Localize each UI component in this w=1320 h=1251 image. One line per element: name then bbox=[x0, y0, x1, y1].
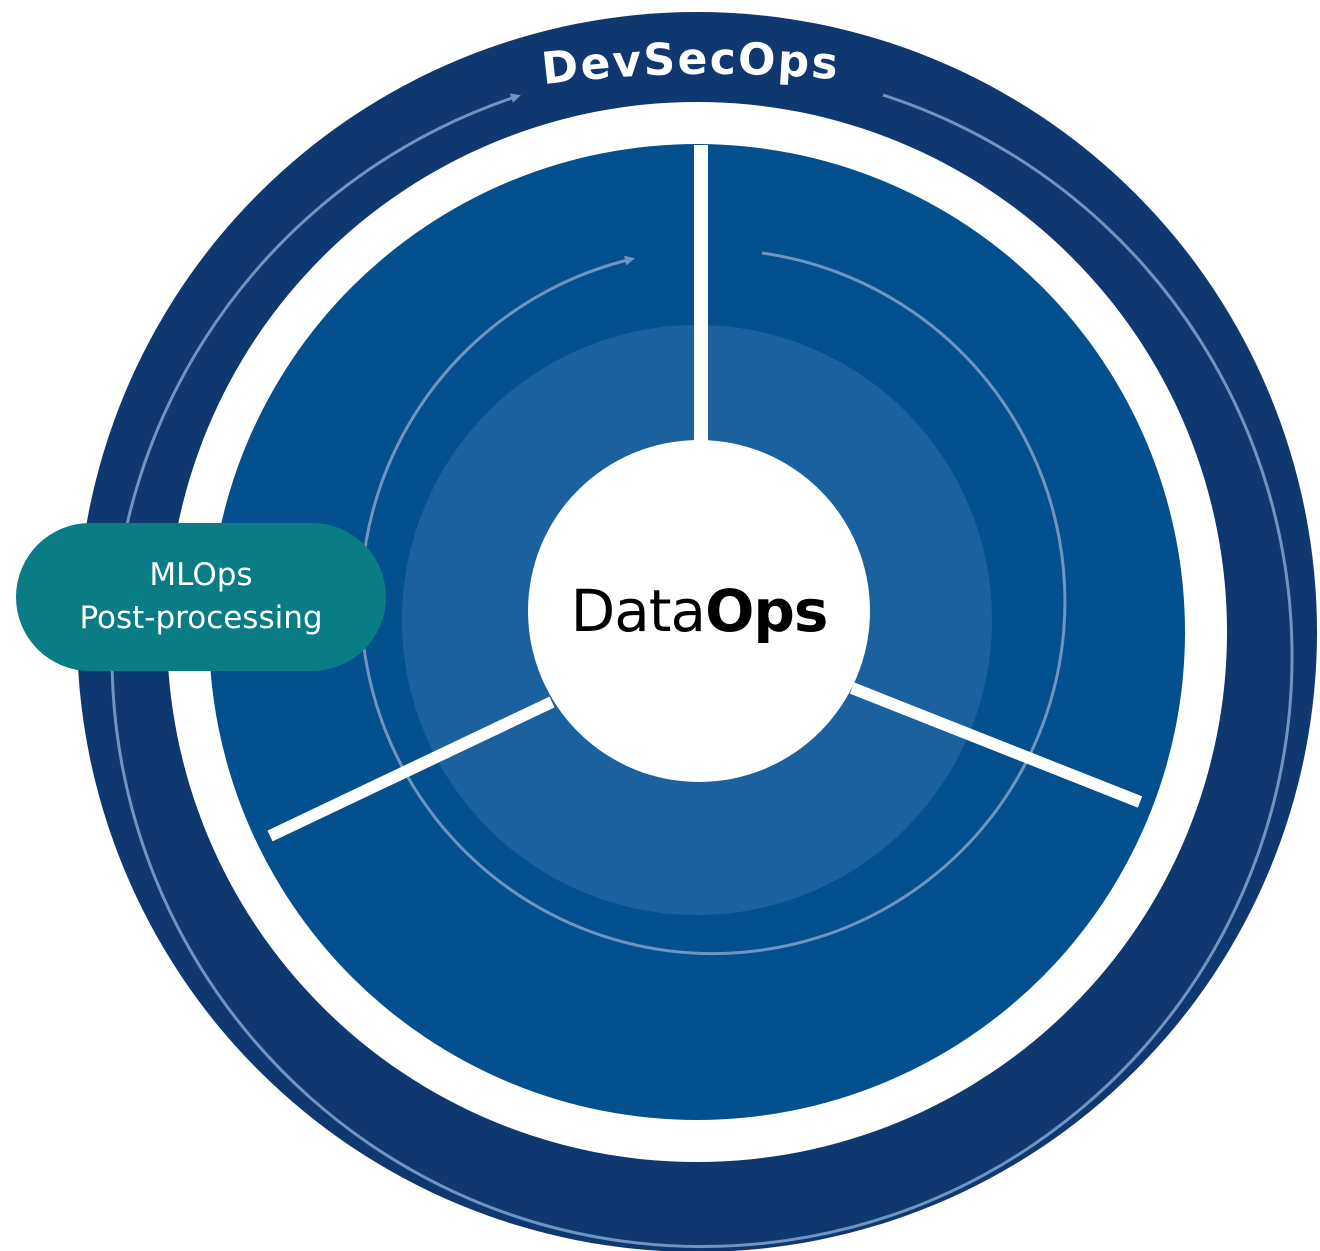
badge-line2: Post-processing bbox=[79, 600, 323, 636]
inner-flow-arc bbox=[359, 251, 1067, 956]
mlops-badge: MLOps Post-processing bbox=[16, 523, 386, 671]
devsecops-label: DevSecOps bbox=[539, 34, 840, 95]
badge-line1: MLOps bbox=[149, 557, 253, 593]
separator-right bbox=[849, 682, 1143, 808]
outer-flow-arc bbox=[110, 93, 1294, 1249]
center-disc bbox=[528, 440, 870, 782]
separator-left bbox=[267, 696, 555, 842]
center-label-bold: Ops bbox=[705, 577, 828, 645]
svg-text:DevSecOps: DevSecOps bbox=[539, 34, 842, 95]
center-label-light: Data bbox=[570, 577, 706, 645]
